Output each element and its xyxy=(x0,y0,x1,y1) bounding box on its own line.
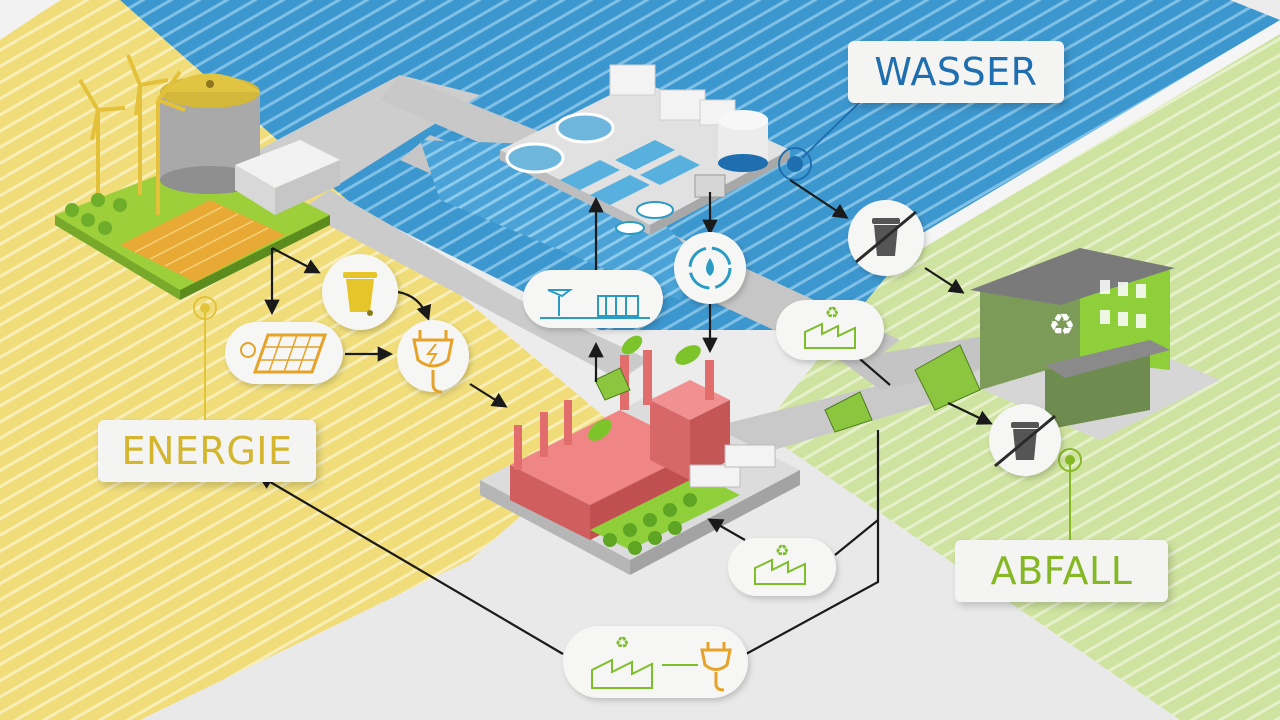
icon-bubbles: ♻ ♻ ♻ xyxy=(225,200,1061,698)
svg-text:♻: ♻ xyxy=(615,633,629,652)
factory-icon xyxy=(480,335,800,575)
water-cycle-icon xyxy=(674,232,746,304)
svg-text:♻: ♻ xyxy=(775,541,789,560)
wind-turbine-icon xyxy=(78,54,186,215)
flow-arrows xyxy=(257,179,993,655)
truck-icons xyxy=(689,444,776,488)
white-diagonal-band xyxy=(884,20,1280,262)
crossed-out-bin-icon xyxy=(989,404,1061,476)
waste-label: ABFALL xyxy=(955,540,1168,602)
recycling-factory-icon: ♻ xyxy=(776,300,884,360)
energy-cluster xyxy=(55,54,340,300)
crossed-out-bin-icon xyxy=(848,200,924,276)
arrow-to-energy xyxy=(257,474,564,655)
trees xyxy=(65,193,127,235)
water-treatment-plant-icon xyxy=(523,270,663,328)
lower-plaza xyxy=(140,430,1180,720)
solar-panel-icon xyxy=(120,200,285,282)
line-recycle2 xyxy=(834,519,879,556)
line-truck-down xyxy=(745,430,880,655)
biogas-tank-icon xyxy=(160,73,260,194)
recycling-factory-icon: ♻ xyxy=(728,538,836,596)
arrow-recycle-to-factory xyxy=(707,518,746,541)
white-band xyxy=(0,0,60,40)
arrow-hall-to-bin2 xyxy=(947,402,993,425)
garbage-truck-icon xyxy=(594,344,981,433)
water-label: WASSER xyxy=(848,41,1064,103)
recycling-to-energy-icon: ♻ xyxy=(563,626,748,698)
arrow-bin-to-hall xyxy=(924,267,965,294)
arrow-solar-to-bin xyxy=(271,247,321,274)
canal xyxy=(420,140,700,300)
energy-label: ENERGIE xyxy=(98,420,316,482)
waste-label-text: ABFALL xyxy=(990,549,1133,593)
arrow-bin-to-plug xyxy=(397,290,432,321)
region-pins xyxy=(193,99,1082,545)
recycling-hall-icon: ♻ xyxy=(594,248,1220,440)
water-label-text: WASSER xyxy=(874,50,1038,94)
power-plug-icon xyxy=(397,320,469,394)
water-treatment-plant-icon xyxy=(500,64,790,235)
solar-panel-icon xyxy=(225,322,343,384)
svg-text:♻: ♻ xyxy=(1049,308,1076,343)
energy-label-text: ENERGIE xyxy=(121,429,293,473)
road-network xyxy=(230,75,1060,460)
svg-text:♻: ♻ xyxy=(825,303,839,322)
waste-bin-icon xyxy=(322,254,398,330)
arrow-plant-to-bin xyxy=(789,179,849,219)
arrow-plug-to-factory xyxy=(469,383,508,408)
